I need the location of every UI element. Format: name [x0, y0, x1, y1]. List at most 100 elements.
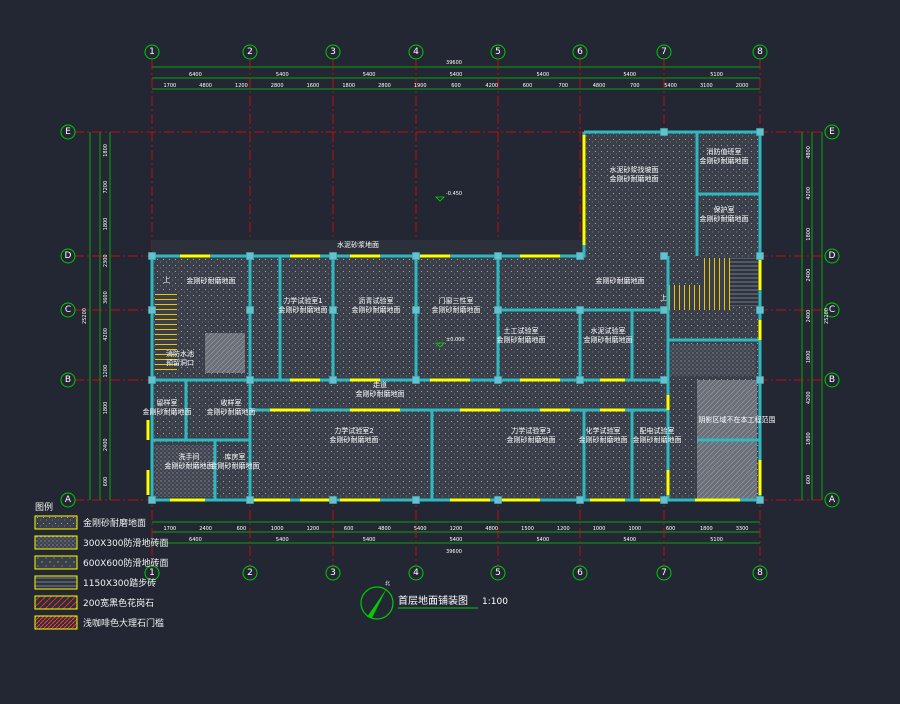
overall-dim-bottom: 39600 — [446, 549, 462, 555]
room-name: 消防值班室 — [707, 147, 742, 156]
legend-item: 浅咖啡色大理石门槛 — [34, 615, 164, 630]
room-name: 水泥试验室 — [591, 326, 626, 335]
room-name: 力学试验室2 — [334, 426, 373, 435]
axis-label: 4 — [413, 47, 419, 57]
dim-bottom-bay: 5400 — [450, 537, 463, 543]
axis-bubble-row-A: A — [60, 492, 76, 508]
column — [576, 306, 584, 314]
axis-label: B — [65, 375, 71, 385]
room-name: 洗手间 — [179, 452, 200, 461]
column — [756, 252, 764, 260]
dim-top-detail: 4200 — [485, 83, 498, 89]
column — [494, 376, 502, 384]
axis-bubble-row-A: A — [824, 492, 840, 508]
room-label: 金刚砂耐磨地面 — [187, 276, 236, 285]
legend-item: 300X300防滑地砖面 — [34, 535, 169, 550]
axis-label: 7 — [661, 568, 667, 578]
dim-right: 4200 — [806, 391, 812, 404]
dim-bottom-detail: 1200 — [450, 526, 463, 532]
room-label: 金刚砂耐磨地面 — [596, 276, 645, 285]
room-floor-finish: 金刚砂耐磨地面 — [211, 461, 260, 470]
axis-label: 5 — [495, 568, 501, 578]
room-name: 水泥砂浆找坡面 — [610, 165, 659, 174]
axis-bubble-col-6: 6 — [572, 44, 588, 60]
column — [246, 306, 254, 314]
legend-item: 600X600防滑地砖面 — [34, 555, 169, 570]
column — [660, 306, 668, 314]
column — [756, 496, 764, 504]
column — [494, 496, 502, 504]
axis-label: 2 — [247, 47, 253, 57]
dim-top-bay: 5400 — [450, 72, 463, 78]
room-floor-finish: 金刚砂耐磨地面 — [165, 461, 214, 470]
axis-label: 6 — [577, 568, 583, 578]
elevation-marks: -0.450 ±0.000 — [435, 191, 465, 348]
column — [329, 496, 337, 504]
dim-top-detail: 4800 — [593, 83, 606, 89]
column — [756, 128, 764, 136]
axis-label: D — [829, 251, 836, 261]
legend-swatch — [34, 575, 78, 590]
column — [660, 376, 668, 384]
dim-top-detail: 1700 — [164, 83, 177, 89]
room-floor-finish: 金刚砂耐磨地面 — [356, 389, 405, 398]
dim-bottom-detail: 1200 — [557, 526, 570, 532]
north-label: 北 — [385, 580, 390, 587]
axis-bubble-col-8: 8 — [752, 44, 768, 60]
dim-top-detail: 1800 — [342, 83, 355, 89]
axis-label: 3 — [330, 47, 336, 57]
legend-item: 金刚砂耐磨地面 — [34, 515, 146, 530]
room-name: 水泥砂浆地面 — [337, 240, 379, 249]
axis-bubble-row-B: B — [60, 372, 76, 388]
column — [412, 496, 420, 504]
room-name: 留样室 — [157, 398, 178, 407]
dim-bottom-detail: 1000 — [628, 526, 641, 532]
north-arrow-icon — [367, 588, 387, 618]
axis-label: C — [829, 305, 835, 315]
axis-bubble-col-8: 8 — [752, 565, 768, 581]
room-floor-finish: 金刚砂耐磨地面 — [584, 335, 633, 344]
axis-bubble-col-3: 3 — [325, 565, 341, 581]
axis-bubble-col-6: 6 — [572, 565, 588, 581]
axis-label: 1 — [149, 568, 155, 578]
axis-bubble-col-1: 1 — [144, 44, 160, 60]
legend-label: 金刚砂耐磨地面 — [83, 517, 146, 529]
column — [494, 306, 502, 314]
dim-bottom-bay: 5400 — [276, 537, 289, 543]
room-floor-finish: 金刚砂耐磨地面 — [633, 435, 682, 444]
legend-label: 300X300防滑地砖面 — [83, 537, 169, 549]
legend-label: 1150X300踏步砖 — [83, 577, 156, 589]
dim-left: 1800 — [103, 402, 109, 415]
dim-bottom-bay: 5400 — [363, 537, 376, 543]
dim-left: 1800 — [103, 144, 109, 157]
dim-right: 4800 — [806, 146, 812, 159]
dim-left: 600 — [103, 477, 109, 487]
axis-bubble-row-E: E — [824, 124, 840, 140]
axis-label: 1 — [149, 47, 155, 57]
room-floor-finish: 金刚砂耐磨地面 — [579, 435, 628, 444]
drawing-title: 首层地面铺装图 — [398, 594, 468, 607]
stair-up-note: 上 — [163, 275, 170, 284]
axis-label: 2 — [247, 568, 253, 578]
legend-title: 图例 — [35, 501, 53, 513]
axis-bubble-col-4: 4 — [408, 565, 424, 581]
dim-top-detail: 600 — [523, 83, 533, 89]
axis-bubble-col-7: 7 — [656, 565, 672, 581]
dim-bottom-detail: 1800 — [700, 526, 713, 532]
dim-bottom-detail: 1000 — [271, 526, 284, 532]
dim-top-bay: 5400 — [276, 72, 289, 78]
axis-bubble-col-7: 7 — [656, 44, 672, 60]
drawing-scale: 1:100 — [482, 597, 508, 607]
dim-bottom-detail: 5400 — [414, 526, 427, 532]
column — [756, 306, 764, 314]
